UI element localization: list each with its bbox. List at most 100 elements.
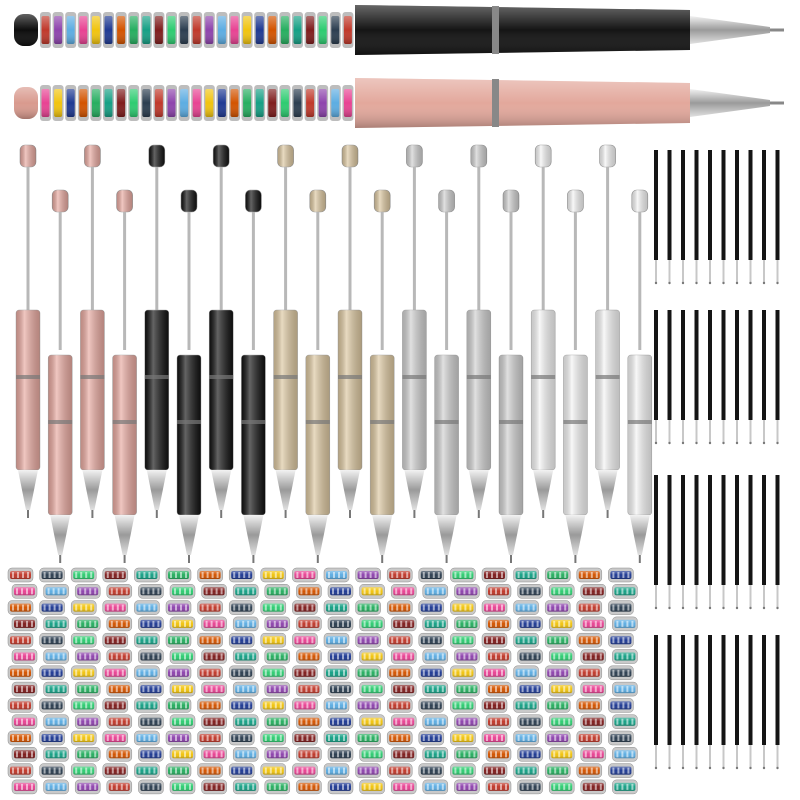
spacer-bead [70,730,97,746]
spacer-bead [485,747,512,762]
refill-tip [776,745,779,767]
rhinestone-bead [166,85,177,121]
rhinestone-bead [52,12,64,48]
refill-tube [748,150,753,260]
bead-pen-black [208,144,234,518]
spacer-bead [296,747,322,762]
spacer-bead [422,649,449,664]
ink-refill [775,635,780,770]
spacer-bead [43,681,69,697]
ink-refill [721,635,726,770]
spacer-bead [418,632,445,648]
ink-refill [694,475,699,610]
ink-refill [681,475,685,610]
bead-pen-rose-gold [112,189,137,563]
spacer-bead [228,632,255,648]
pen-point [91,510,94,518]
refill-tube [654,635,658,745]
ink-refill [775,475,780,610]
spacer-bead [165,730,192,746]
spacer-bead [201,779,227,795]
spacer-bead [390,714,417,729]
spacer-bead [138,616,164,632]
refill-tip [736,420,738,442]
refill-tube [654,310,658,420]
spacer-bead [264,779,291,795]
bead-pen-black [241,189,266,563]
bead-pen-black [176,189,202,563]
ink-refill [775,310,780,445]
spacer-bead [323,730,350,746]
spacer-bead [292,632,318,648]
spacer-bead [11,584,38,599]
refill-tip [682,260,684,282]
spacer-bead [485,584,512,599]
pen-tip [146,470,167,510]
spacer-bead [11,681,38,697]
refill-tip [763,585,765,607]
pen-ring [492,79,499,127]
ink-refill [762,475,766,610]
pen-tip [629,515,650,555]
pen-ring [563,420,588,424]
spacer-bead [70,600,97,615]
spacer-bead [134,698,160,713]
spacer-bead [548,714,575,729]
spacer-bead [70,763,97,778]
spacer-bead [106,681,133,697]
refill-tip [682,420,684,442]
spacer-bead [260,698,287,713]
spacer-bead [228,763,255,778]
rhinestone-bead [216,85,228,121]
spacer-bead [264,681,291,697]
spacer-bead [580,584,607,599]
spacer-bead [260,600,287,615]
pen-ring [434,420,459,424]
refill-tube [762,475,766,585]
spacer-bead [106,747,133,762]
spacer-bead [11,747,38,762]
refill-tube [681,475,685,585]
refill-tip [722,420,725,442]
spacer-bead [608,730,634,746]
ink-refill [681,635,685,770]
refill-tip [655,585,657,607]
spacer-bead [418,567,445,583]
refill-tube [654,150,658,260]
spacer-bead [102,567,129,583]
refill-tube [775,310,780,420]
spacer-bead [390,616,417,632]
refill-tube [748,635,753,745]
pen-rod [284,167,288,312]
spacer-bead [102,600,129,615]
pen-rod [123,212,127,350]
spacer-bead [228,567,255,583]
spacer-bead [39,632,65,648]
spacer-bead [481,632,508,648]
rhinestone-bead [191,12,203,48]
refill-tube [721,475,726,585]
bead-pen-rose-gold [47,189,73,563]
spacer-bead [513,600,539,615]
spacer-bead [260,763,287,778]
spacer-bead [513,763,539,778]
pen-ring [273,375,298,379]
pen-ring [370,420,395,424]
spacer-bead [544,763,571,778]
pen-point [574,555,577,563]
spacer-bead [548,616,575,632]
spacer-bead [138,649,164,664]
pen-ring [492,6,499,54]
spacer-bead [450,730,476,746]
spacer-bead [74,616,101,632]
ink-refill [748,150,753,285]
spacer-bead [359,747,385,762]
pen-point [477,510,480,518]
pen-tip [114,515,135,555]
ink-refill [748,475,753,610]
ink-refill [735,475,739,610]
refill-tube [681,635,685,745]
spacer-bead [169,714,196,729]
pen-tip [690,89,770,117]
rhinestone-bead [254,12,266,48]
